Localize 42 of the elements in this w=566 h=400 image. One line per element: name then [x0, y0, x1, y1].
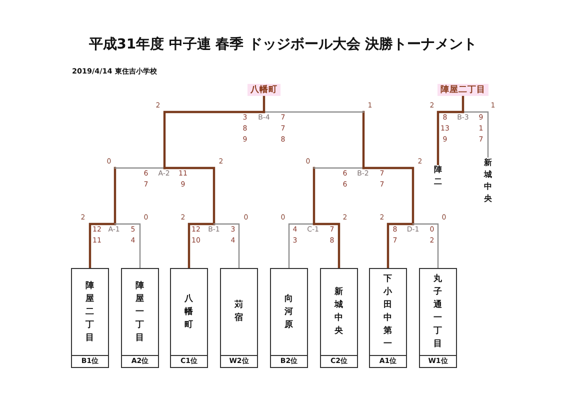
bracket-line: [312, 166, 316, 226]
winner-label: 陣屋二丁目: [438, 84, 488, 96]
team-box: [71, 268, 109, 368]
team-name: 向河原: [284, 292, 294, 332]
title: 平成31年度 中子連 春季 ドッジボール大会 決勝トーナメント: [88, 37, 478, 53]
bracket-line: [114, 166, 116, 226]
bracket-line: [88, 222, 116, 270]
team-box: [369, 268, 407, 368]
team-box: [220, 268, 258, 368]
team-name: 下小田中第一: [383, 273, 393, 351]
bracket-line: [362, 166, 414, 226]
bracket-line: [386, 222, 414, 270]
team-name: 丸子通一丁目: [433, 273, 443, 351]
bracket-line: [213, 223, 240, 269]
team-name: 新城中央: [334, 286, 344, 338]
team-box: [419, 268, 457, 368]
team-box: [121, 268, 159, 368]
bracket-line: [313, 167, 364, 169]
bracket-line: [362, 110, 365, 170]
team-box: [320, 268, 358, 368]
bracket-line: [163, 166, 216, 226]
team-name: 陣屋一丁目: [135, 280, 145, 344]
winner-label: 八幡町: [248, 84, 280, 96]
team-name: 八幡町: [184, 292, 194, 332]
bracket-line: [436, 110, 464, 166]
bracket-line: [114, 167, 166, 169]
bracket-line: [163, 110, 266, 170]
team-name: 陣二: [434, 164, 442, 188]
team-name: 陣屋二丁目: [85, 280, 95, 344]
bracket-line: [263, 111, 364, 113]
team-box: [270, 268, 308, 368]
bracket-line: [262, 96, 266, 114]
bracket-line: [114, 223, 141, 269]
bracket-line: [412, 223, 439, 269]
bracket-line: [462, 96, 464, 114]
team-name: 苅宿: [234, 299, 244, 325]
team-box: [170, 268, 208, 368]
bracket-line: [462, 111, 489, 158]
bracket-line: [288, 223, 315, 269]
team-name: 新城中央: [484, 157, 492, 205]
bracket-line: [188, 222, 216, 270]
bracket-line: [312, 222, 340, 270]
